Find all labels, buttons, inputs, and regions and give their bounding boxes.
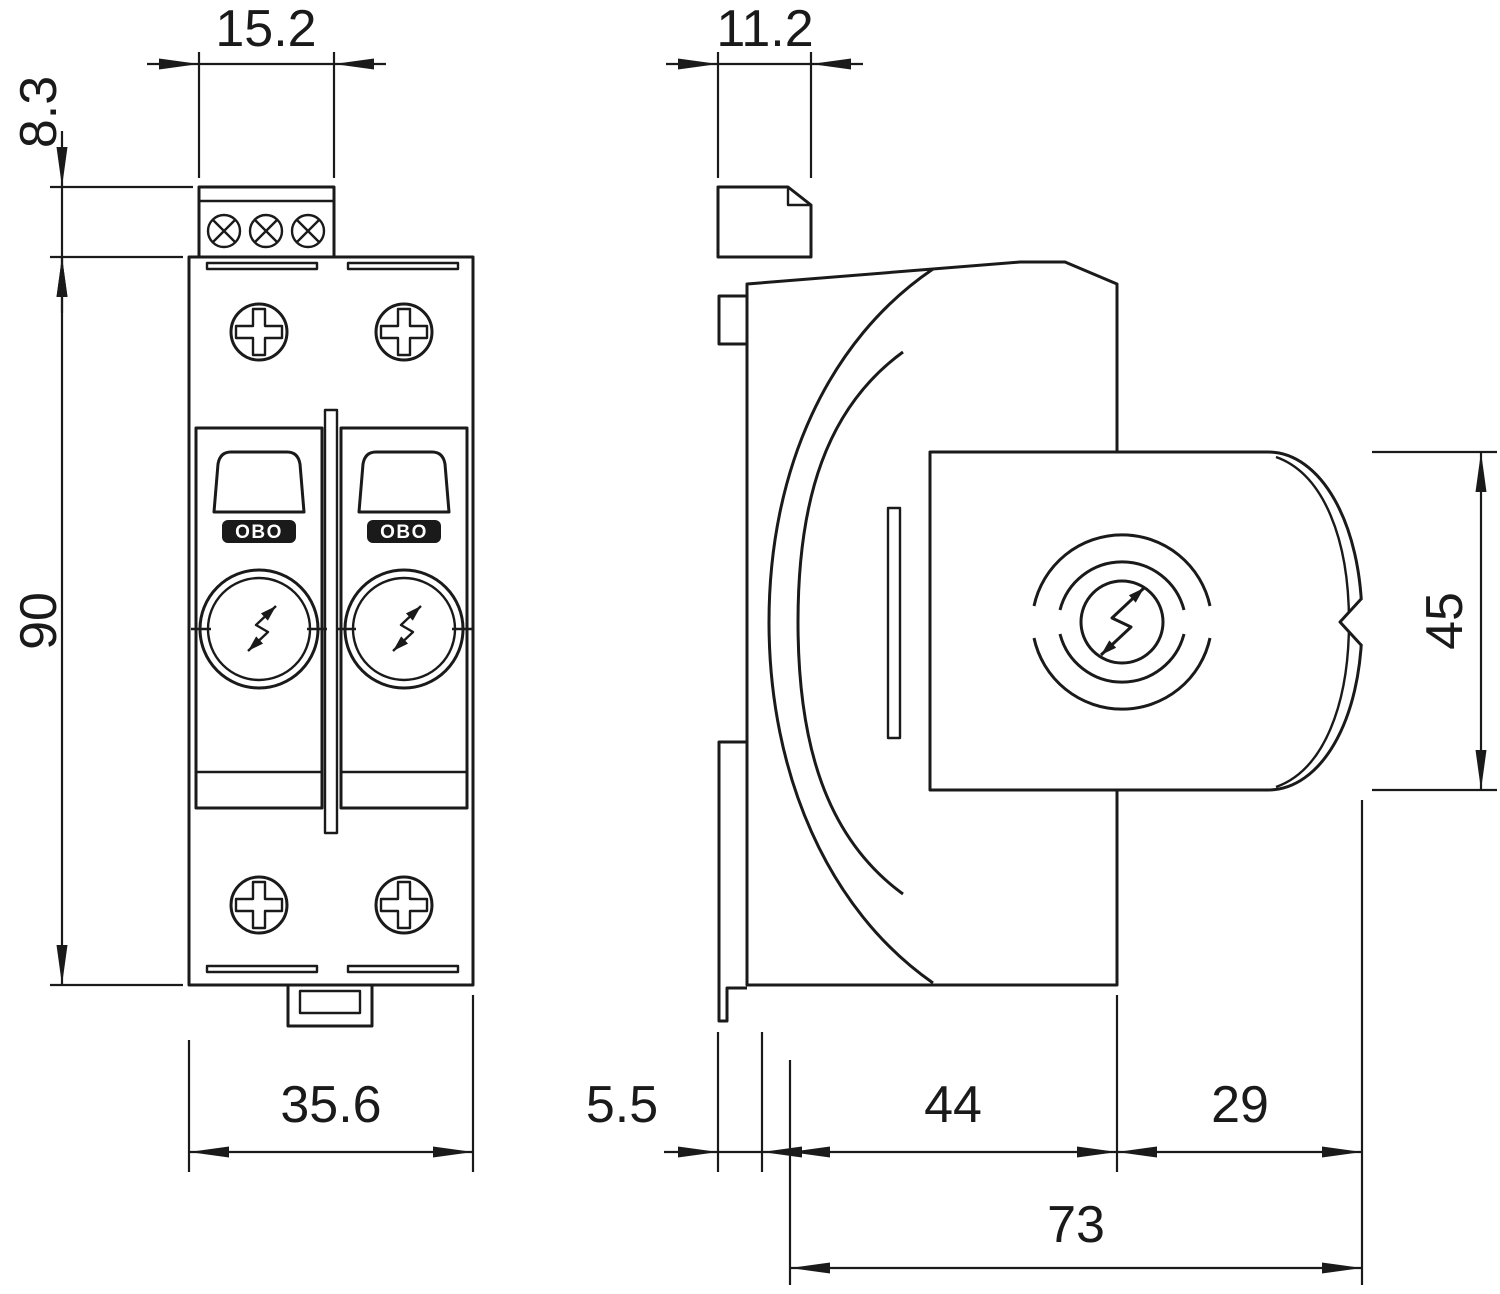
plug-module-left: OBO [191, 426, 327, 810]
lightning-bolt-icon [247, 605, 277, 652]
release-lever [212, 450, 306, 514]
dim-label: 90 [10, 592, 68, 650]
dim-label: 15.2 [215, 0, 316, 58]
obo-logo: OBO [222, 520, 296, 543]
dim-body-width: 35.6 [187, 995, 475, 1172]
release-notch [1338, 596, 1364, 648]
terminal-block [197, 185, 336, 259]
dim-terminal-height: 8.3 [10, 76, 193, 313]
obo-logo: OBO [367, 520, 441, 543]
dim-clip-depth: 5.5 [586, 1032, 816, 1172]
din-clip-upper [717, 294, 747, 346]
dim-label: 11.2 [716, 0, 813, 58]
dim-label: 8.3 [10, 76, 68, 148]
lightning-bolt-icon [392, 605, 422, 652]
dim-module-protrusion: 29 [1117, 800, 1364, 1285]
terminal-screw-icon [248, 213, 284, 249]
dim-terminal-width: 15.2 [147, 0, 386, 178]
dim-label: 45 [1416, 592, 1474, 650]
terminal-screw-icon [206, 213, 242, 249]
dim-label: 44 [924, 1076, 982, 1134]
dim-body-height: 90 [10, 257, 183, 987]
phillips-screw-icon [229, 302, 289, 362]
module-divider [323, 408, 339, 835]
dim-label: 35.6 [280, 1076, 381, 1134]
phillips-screw-icon [374, 302, 434, 362]
dim-total-depth: 73 [790, 1196, 1362, 1274]
obo-logo-text: OBO [380, 522, 428, 543]
dim-side-top-width: 11.2 [666, 0, 863, 178]
dim-label: 5.5 [586, 1076, 658, 1134]
dim-label: 29 [1211, 1076, 1269, 1134]
din-clip-lower [717, 740, 747, 1023]
surge-arrester-symbol [1032, 533, 1212, 711]
dim-label: 73 [1047, 1196, 1105, 1254]
obo-logo-text: OBO [235, 522, 283, 543]
plug-module-right: OBO [336, 426, 472, 810]
phillips-screw-icon [374, 875, 434, 935]
dim-module-height: 45 [1372, 450, 1497, 792]
terminal-block-side [716, 185, 813, 259]
bottom-tab [286, 985, 374, 1028]
side-view [716, 185, 1364, 1023]
dim-base-depth: 44 [788, 995, 1119, 1285]
lightning-bolt-icon [1099, 586, 1146, 657]
release-lever [357, 450, 451, 514]
front-view: OBO OBO [187, 185, 475, 1028]
phillips-screw-icon [229, 875, 289, 935]
terminal-screw-icon [290, 213, 326, 249]
